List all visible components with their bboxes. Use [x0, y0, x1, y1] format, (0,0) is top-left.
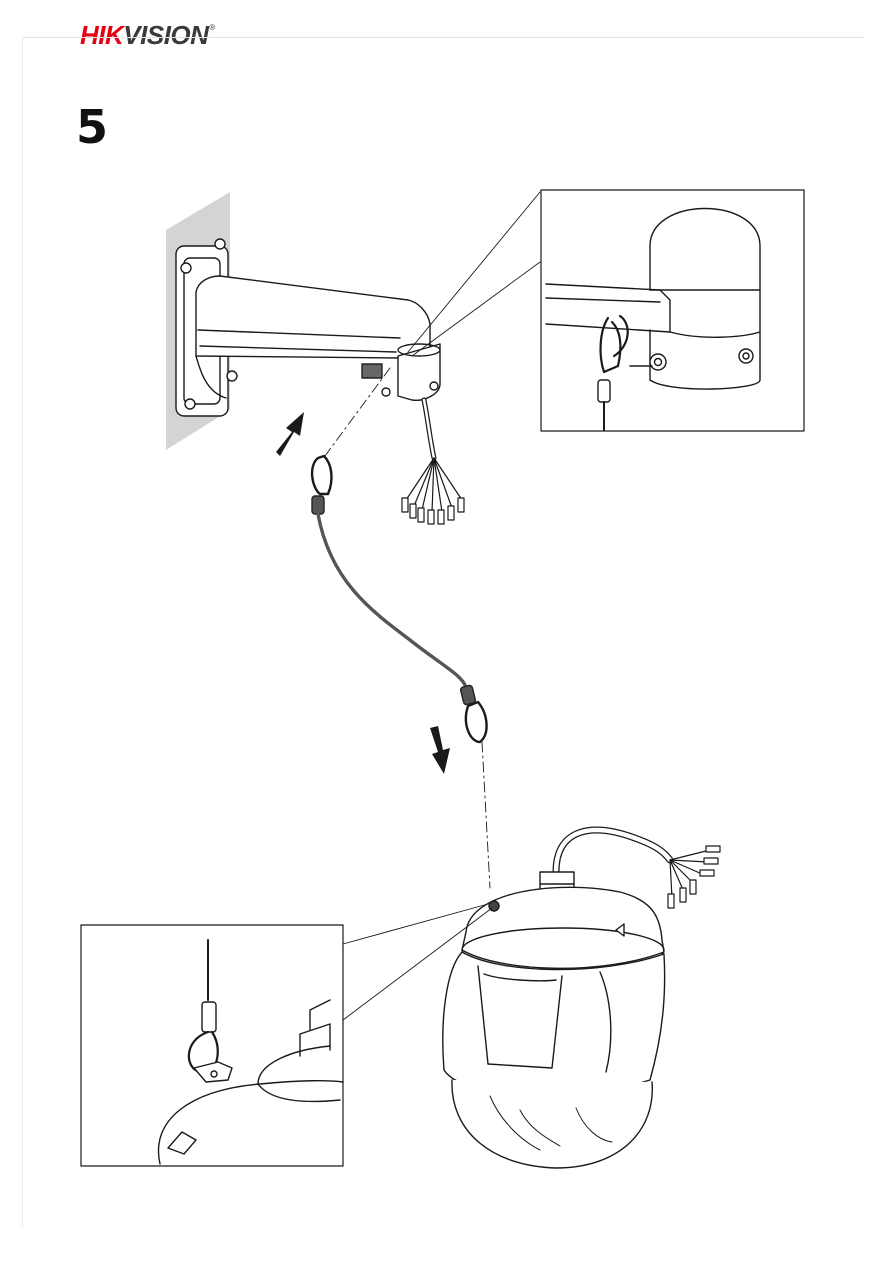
cable-wires: [402, 458, 464, 524]
bracket-arm: [196, 276, 430, 358]
upper-detail-callout: [541, 190, 804, 431]
arrow-up-icon: [276, 412, 304, 456]
arrow-down-icon: [430, 726, 450, 774]
dome-camera-icon: [443, 830, 720, 1168]
lower-detail-callout: [81, 925, 343, 1166]
